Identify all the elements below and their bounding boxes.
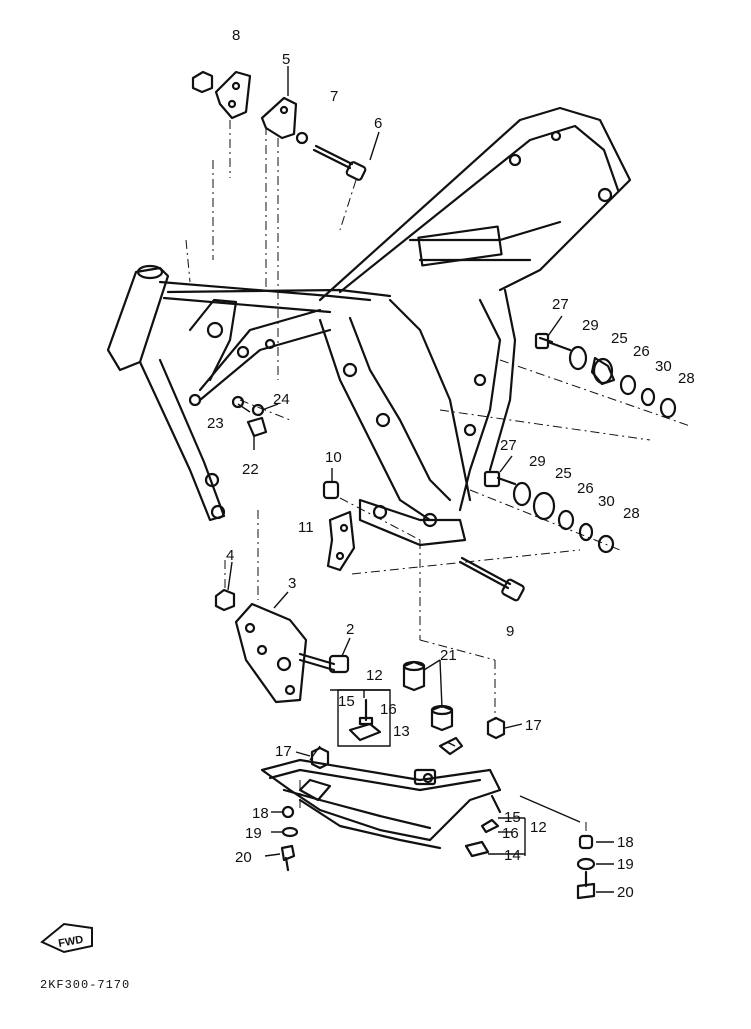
skid-hardware-top <box>337 660 464 756</box>
long-bolt-9 <box>419 540 525 720</box>
callout-20-left: 20 <box>235 849 252 866</box>
callout-26-upper: 26 <box>633 343 650 360</box>
callout-17-left: 17 <box>275 743 292 760</box>
callout-6: 6 <box>374 115 382 132</box>
callout-18-left: 18 <box>252 805 269 822</box>
callout-26-lower: 26 <box>577 480 594 497</box>
top-brackets <box>185 70 367 380</box>
frame-drawing <box>106 106 632 547</box>
callout-23: 23 <box>207 415 224 432</box>
callout-4: 4 <box>226 547 234 564</box>
callout-13: 13 <box>393 723 410 740</box>
right-mount-hardware <box>486 716 596 900</box>
callout-27-upper: 27 <box>552 296 569 313</box>
callout-27-lower: 27 <box>500 437 517 454</box>
fwd-label: FWD <box>57 934 84 950</box>
callout-19-left: 19 <box>245 825 262 842</box>
plate-3-group <box>214 510 350 704</box>
callout-12-upper: 12 <box>366 667 383 684</box>
callout-30-upper: 30 <box>655 358 672 375</box>
callout-labels: 8 5 7 6 27 29 25 26 30 28 23 24 22 10 27… <box>207 27 695 901</box>
callout-14: 14 <box>504 847 521 864</box>
callout-9: 9 <box>506 623 514 640</box>
leader-lines <box>227 66 614 893</box>
callout-30-lower: 30 <box>598 493 615 510</box>
callout-29-lower: 29 <box>529 453 546 470</box>
callout-20-right: 20 <box>617 884 634 901</box>
callout-25-lower: 25 <box>555 465 572 482</box>
callout-18-right: 18 <box>617 834 634 851</box>
callout-11: 11 <box>298 519 314 536</box>
engine-guard-drawing <box>260 745 581 858</box>
engine-mount-stack-upper <box>439 332 691 441</box>
diagram-code: 2KF300-7170 <box>40 978 131 992</box>
callout-17-right: 17 <box>525 717 542 734</box>
callout-15-upper: 15 <box>338 693 355 710</box>
engine-mount-stack-lower <box>351 470 621 575</box>
callout-28-lower: 28 <box>623 505 640 522</box>
callout-5: 5 <box>282 51 290 68</box>
callout-3: 3 <box>288 575 296 592</box>
bolt-group-22-24 <box>231 395 291 438</box>
callout-25-upper: 25 <box>611 330 628 347</box>
callout-12-lower: 12 <box>530 819 547 836</box>
callout-28-upper: 28 <box>678 370 695 387</box>
callout-10: 10 <box>325 449 342 466</box>
callout-21: 21 <box>440 647 457 664</box>
callout-16-upper: 16 <box>380 701 397 718</box>
callout-19-right: 19 <box>617 856 634 873</box>
callout-29-upper: 29 <box>582 317 599 334</box>
fwd-arrow-icon: FWD <box>40 922 93 954</box>
callout-8: 8 <box>232 27 240 44</box>
bracket-10-11 <box>322 480 421 572</box>
callout-15-lower: 15 <box>504 809 521 826</box>
left-mount-hardware <box>280 746 330 872</box>
callout-7: 7 <box>330 88 338 105</box>
callout-16-lower: 16 <box>502 825 519 842</box>
callout-2: 2 <box>346 621 354 638</box>
callout-24: 24 <box>273 391 290 408</box>
callout-22: 22 <box>242 461 259 478</box>
